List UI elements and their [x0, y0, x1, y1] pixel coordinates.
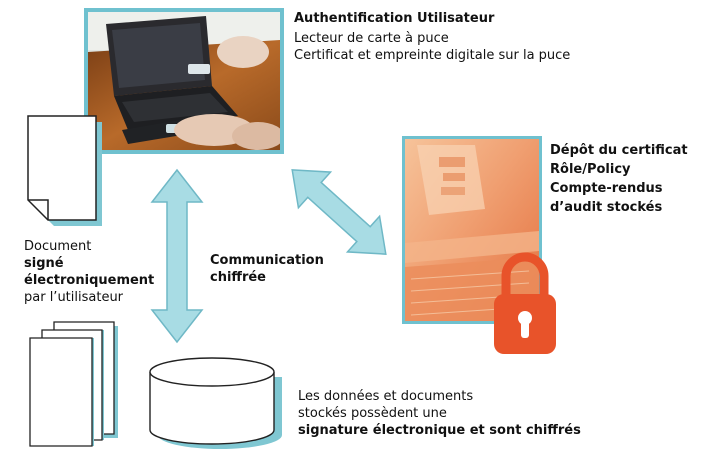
document-line-4: par l’utilisateur — [24, 290, 124, 305]
auth-line-1: Lecteur de carte à puce — [294, 31, 449, 46]
document-line-2: signé — [24, 256, 64, 271]
smart-card-reader-photo — [84, 8, 284, 154]
depot-line-3: Compte-rendus — [550, 181, 663, 196]
depot-line-4: d’audit stockés — [550, 200, 663, 215]
document-line-3: électroniquement — [24, 273, 155, 288]
diagonal-double-arrow — [276, 150, 402, 274]
auth-line-2: Certificat et empreinte digitale sur la … — [294, 48, 571, 63]
vertical-double-arrow — [148, 168, 206, 344]
document-icon — [22, 112, 112, 232]
depot-line-2: Rôle/Policy — [550, 162, 631, 177]
auth-title: Authentification Utilisateur — [294, 11, 495, 26]
storage-line-2: stockés possèdent une — [298, 406, 447, 421]
storage-line-1: Les données et documents — [298, 389, 474, 404]
database-icon — [146, 356, 286, 450]
padlock-icon — [490, 246, 560, 358]
document-line-1: Document — [24, 239, 92, 254]
document-stack-icon — [22, 318, 132, 450]
communication-line-1: Communication — [210, 253, 324, 268]
communication-line-2: chiffrée — [210, 270, 266, 285]
storage-line-3: signature électronique et sont chiffrés — [298, 423, 581, 438]
depot-line-1: Dépôt du certificat — [550, 143, 688, 158]
